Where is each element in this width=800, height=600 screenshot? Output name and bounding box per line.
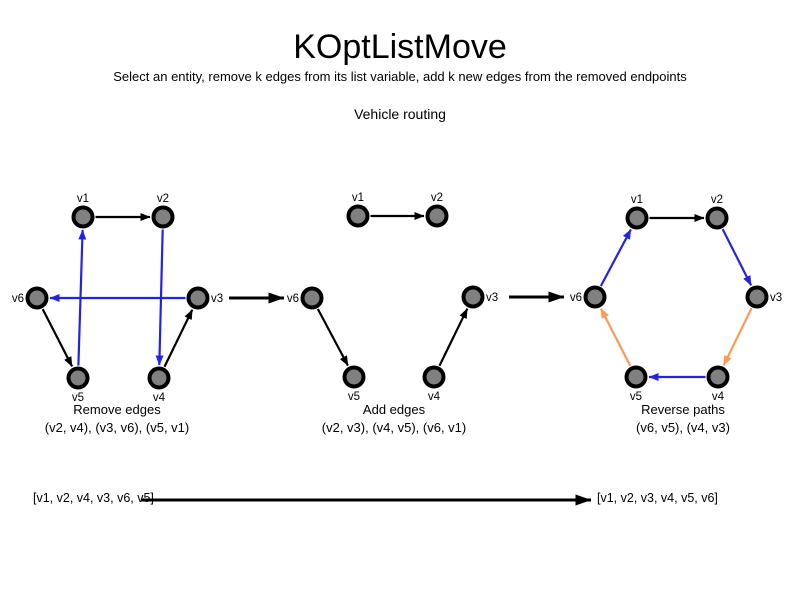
edge-v6-v5 [316, 308, 349, 367]
node-label-v3: v3 [486, 292, 498, 304]
page-subtitle: Select an entity, remove k edges from it… [113, 69, 687, 84]
node-v4 [422, 365, 446, 389]
node-v4 [147, 366, 171, 390]
caption-detail: (v2, v3), (v4, v5), (v6, v1) [321, 420, 467, 435]
graph-reverse-paths: v1 v2 v6 v3 v5 v4 [570, 194, 782, 403]
node-v2 [425, 204, 449, 228]
node-label-v3: v3 [770, 292, 782, 304]
node-label-v2: v2 [157, 193, 169, 205]
node-label-v1: v1 [352, 192, 364, 204]
graph-add-edges: v1 v2 v6 v3 v5 v4 [287, 192, 498, 403]
graph-remove-edges: v1 v2 v6 v3 v5 v4 [12, 193, 223, 404]
node-label-v5: v5 [630, 391, 642, 403]
node-v5 [624, 365, 648, 389]
edge-v5-v1 [77, 229, 87, 366]
caption-title: Reverse paths [641, 402, 725, 417]
node-v6 [25, 286, 49, 310]
caption-reverse-paths: Reverse paths (v6, v5), (v4, v3) [636, 401, 730, 437]
caption-title: Remove edges [73, 402, 161, 417]
edge-v4-v3 [163, 309, 194, 368]
section-label: Vehicle routing [354, 106, 446, 122]
edge-v6-v5 [41, 308, 74, 367]
edge-v5-v6 [599, 308, 632, 367]
edge-v2-v3 [721, 228, 753, 286]
node-label-v4: v4 [712, 391, 725, 403]
node-label-v6: v6 [12, 293, 24, 305]
node-v1 [346, 204, 370, 228]
caption-detail: (v2, v4), (v3, v6), (v5, v1) [44, 420, 190, 435]
node-v3 [745, 285, 769, 309]
node-v6 [300, 286, 324, 310]
edge-v4-v3 [438, 308, 469, 367]
node-v1 [71, 205, 95, 229]
caption-add-edges: Add edges (v2, v3), (v4, v5), (v6, v1) [322, 401, 466, 437]
node-label-v1: v1 [631, 194, 643, 206]
node-label-v2: v2 [711, 194, 723, 206]
edge-v3-v4 [722, 307, 753, 366]
node-v6 [583, 285, 607, 309]
node-label-v2: v2 [431, 192, 443, 204]
node-label-v4: v4 [428, 391, 441, 403]
caption-detail: (v6, v5), (v4, v3) [636, 420, 730, 435]
list-after: [v1, v2, v3, v4, v5, v6] [597, 491, 718, 505]
node-label-v4: v4 [153, 392, 166, 404]
node-v4 [706, 365, 730, 389]
node-v2 [151, 205, 175, 229]
node-v5 [66, 366, 90, 390]
node-v1 [625, 206, 649, 230]
node-label-v1: v1 [77, 193, 89, 205]
node-v3 [461, 285, 485, 309]
node-v2 [705, 206, 729, 230]
node-label-v5: v5 [72, 392, 84, 404]
edge-v6-v1 [599, 228, 632, 287]
caption-remove-edges: Remove edges (v2, v4), (v3, v6), (v5, v1… [45, 401, 189, 437]
node-label-v3: v3 [211, 293, 223, 305]
caption-title: Add edges [362, 402, 426, 417]
node-label-v6: v6 [287, 293, 299, 305]
node-v5 [342, 365, 366, 389]
page-title: KOptListMove [293, 28, 507, 66]
node-label-v6: v6 [570, 292, 582, 304]
list-before: [v1, v2, v4, v3, v6, v5] [33, 491, 154, 505]
node-label-v5: v5 [348, 391, 360, 403]
node-v3 [186, 286, 210, 310]
